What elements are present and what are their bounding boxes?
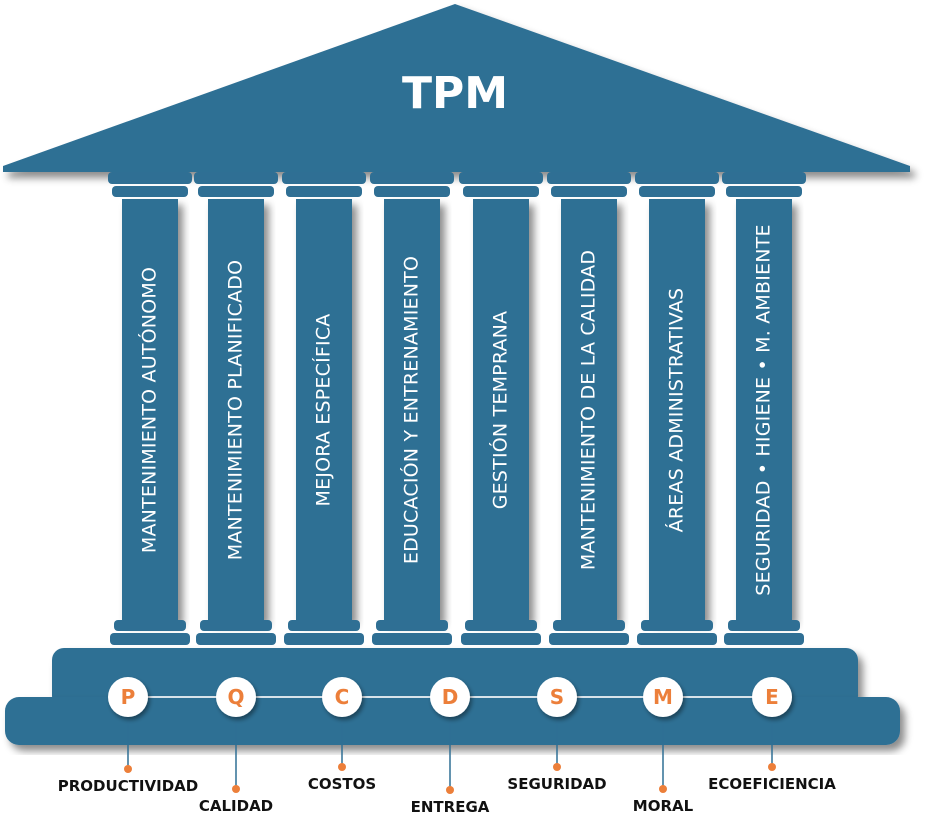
pillar-capital-bottom xyxy=(551,186,627,197)
pillar: ÁREAS ADMINISTRATIVAS xyxy=(635,172,719,645)
pillar-shaft xyxy=(736,199,792,620)
pillar-shaft xyxy=(384,199,440,620)
indicator: C COSTOS xyxy=(308,677,376,793)
pillar-base-top xyxy=(728,620,800,631)
indicator-label: CALIDAD xyxy=(199,797,273,815)
pillar-base-bottom xyxy=(549,633,629,645)
indicator-label: COSTOS xyxy=(308,775,376,793)
pillar-capital-bottom xyxy=(726,186,802,197)
indicator-label: PRODUCTIVIDAD xyxy=(58,777,198,795)
indicators-group: P PRODUCTIVIDAD Q CALIDAD C COSTOS D ENTREGA S SE… xyxy=(58,677,836,816)
pillar-capital-bottom xyxy=(463,186,539,197)
indicator-circle xyxy=(643,677,683,717)
indicator-letter: C xyxy=(335,685,350,709)
indicator: E ECOEFICIENCIA xyxy=(708,677,836,793)
pillar-label: MANTENIMIENTO PLANIFICADO xyxy=(225,260,247,561)
pillar-base-bottom xyxy=(637,633,717,645)
pillar: MEJORA ESPECÍFICA xyxy=(282,172,366,645)
indicator-dot xyxy=(338,763,346,771)
pillar-base-top xyxy=(553,620,625,631)
pillar-shaft xyxy=(208,199,264,620)
pillar-label: MANTENIMIENTO AUTÓNOMO xyxy=(137,267,161,553)
indicator-letter: Q xyxy=(227,685,244,709)
indicator-label: MORAL xyxy=(633,797,694,815)
pillar-base-top xyxy=(288,620,360,631)
pillar: MANTENIMIENTO PLANIFICADO xyxy=(194,172,278,645)
indicator-circle xyxy=(216,677,256,717)
pillar-capital-top xyxy=(282,172,366,184)
roof: TPM xyxy=(3,4,910,172)
indicator: Q CALIDAD xyxy=(199,677,273,815)
indicator-letter: S xyxy=(550,685,564,709)
indicator-circle xyxy=(108,677,148,717)
pillar: SEGURIDAD • HIGIENE • M. AMBIENTE xyxy=(722,172,806,645)
pillar-base-top xyxy=(114,620,186,631)
indicator: M MORAL xyxy=(633,677,694,815)
pillar-base-bottom xyxy=(284,633,364,645)
pillar-base-bottom xyxy=(196,633,276,645)
pillar-base-top xyxy=(376,620,448,631)
pillar-shaft xyxy=(649,199,705,620)
pillar-capital-top xyxy=(459,172,543,184)
pillar-base-bottom xyxy=(110,633,190,645)
pillar-capital-top xyxy=(370,172,454,184)
indicator-letter: P xyxy=(121,685,136,709)
pillar-shaft xyxy=(473,199,529,620)
pillar: GESTIÓN TEMPRANA xyxy=(459,172,543,645)
indicator-circle xyxy=(322,677,362,717)
indicator-label: ENTREGA xyxy=(411,798,490,816)
pillar-shaft xyxy=(122,199,178,620)
indicator-dot xyxy=(232,785,240,793)
indicator-dot xyxy=(124,765,132,773)
indicator: D ENTREGA xyxy=(411,677,490,816)
pillar-label: SEGURIDAD • HIGIENE • M. AMBIENTE xyxy=(753,224,775,595)
indicator-dot xyxy=(553,763,561,771)
indicator: P PRODUCTIVIDAD xyxy=(58,677,198,795)
pillar-base-bottom xyxy=(372,633,452,645)
pillar-shaft xyxy=(296,199,352,620)
indicator-circle xyxy=(752,677,792,717)
pillar-label: EDUCACIÓN Y ENTRENAMIENTO xyxy=(399,256,423,564)
pillar-capital-bottom xyxy=(639,186,715,197)
pillar-capital-top xyxy=(194,172,278,184)
indicator-letter: D xyxy=(442,685,459,709)
indicator-dot xyxy=(659,785,667,793)
pillar-capital-bottom xyxy=(286,186,362,197)
pillar-capital-top xyxy=(722,172,806,184)
indicator-circle xyxy=(430,677,470,717)
indicator-dot xyxy=(446,786,454,794)
pillar-capital-bottom xyxy=(112,186,188,197)
pillars-group: MANTENIMIENTO AUTÓNOMO MANTENIMIENTO PLAN… xyxy=(108,172,806,645)
diagram-title: TPM xyxy=(402,68,508,119)
pillar-capital-bottom xyxy=(198,186,274,197)
indicator-letter: M xyxy=(653,685,673,709)
pillar-capital-top xyxy=(108,172,192,184)
pillar-capital-top xyxy=(547,172,631,184)
pillar-label: MANTENIMIENTO DE LA CALIDAD xyxy=(578,250,600,570)
pillar-base-bottom xyxy=(461,633,541,645)
indicator-dot xyxy=(768,763,776,771)
pillar: EDUCACIÓN Y ENTRENAMIENTO xyxy=(370,172,454,645)
pillar-capital-bottom xyxy=(374,186,450,197)
roof-triangle xyxy=(3,4,910,172)
pillar-shaft xyxy=(561,199,617,620)
indicator-letter: E xyxy=(765,685,779,709)
indicator-label: SEGURIDAD xyxy=(507,775,606,793)
pillar-capital-top xyxy=(635,172,719,184)
indicator-circle xyxy=(537,677,577,717)
pillar-base-top xyxy=(641,620,713,631)
pillar-base-top xyxy=(200,620,272,631)
pillar-base-top xyxy=(465,620,537,631)
pillar-label: ÁREAS ADMINISTRATIVAS xyxy=(665,288,688,533)
pillar-label: GESTIÓN TEMPRANA xyxy=(488,311,512,510)
indicator: S SEGURIDAD xyxy=(507,677,607,793)
pillar-base-bottom xyxy=(724,633,804,645)
pillar: MANTENIMIENTO DE LA CALIDAD xyxy=(547,172,631,645)
indicator-label: ECOEFICIENCIA xyxy=(708,775,836,793)
pillar: MANTENIMIENTO AUTÓNOMO xyxy=(108,172,192,645)
pillar-label: MEJORA ESPECÍFICA xyxy=(312,313,335,506)
